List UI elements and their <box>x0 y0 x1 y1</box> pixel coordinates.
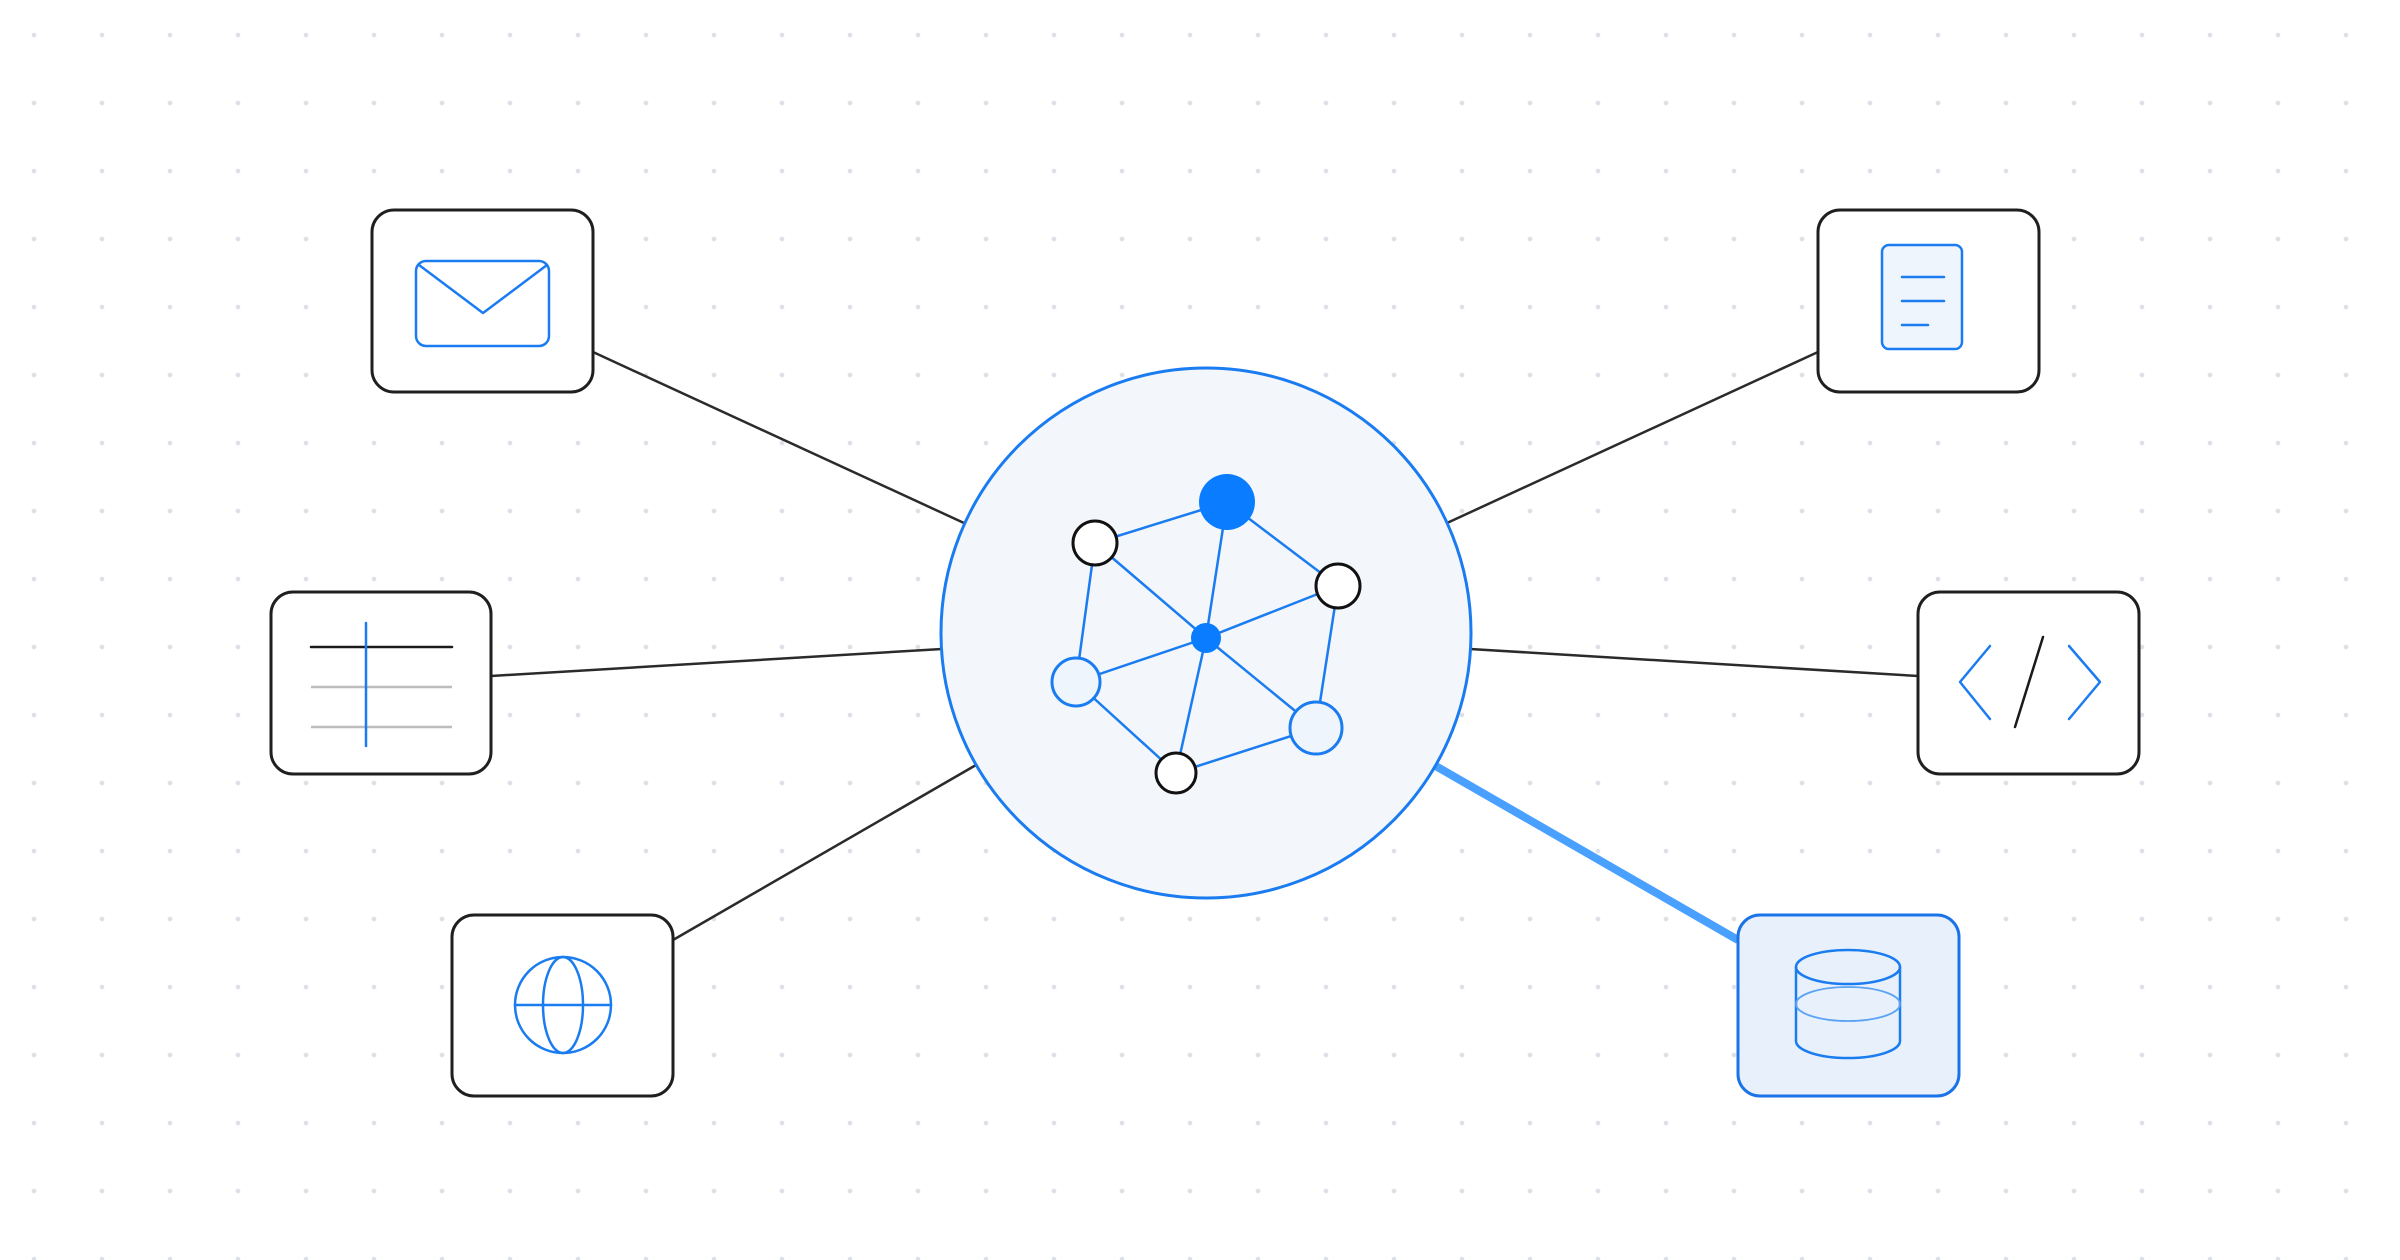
table-grid-icon <box>309 621 454 748</box>
globe-icon <box>513 955 613 1055</box>
document-icon <box>1880 243 1964 351</box>
card-mail[interactable] <box>370 208 595 394</box>
card-document[interactable] <box>1816 208 2041 394</box>
card-database[interactable] <box>1736 913 1961 1098</box>
graph-edge <box>1205 584 1339 640</box>
graph-node <box>1071 519 1119 567</box>
network-graph-icon <box>1050 474 1362 795</box>
graph-node-primary <box>1199 474 1255 530</box>
graph-edge <box>1174 637 1208 774</box>
card-frame-active <box>1736 913 1961 1098</box>
hub[interactable] <box>939 366 1473 900</box>
graph-node-center <box>1191 623 1221 653</box>
link-table <box>490 647 943 678</box>
card-web[interactable] <box>450 913 675 1098</box>
card-code[interactable] <box>1916 590 2141 776</box>
graph-edge <box>1094 542 1207 639</box>
card-frame <box>370 208 595 394</box>
link-web <box>672 763 977 942</box>
envelope-icon <box>414 259 551 348</box>
database-icon <box>1794 948 1902 1060</box>
card-frame <box>269 590 493 776</box>
link-code <box>1469 647 1919 678</box>
link-mail <box>592 350 965 525</box>
link-document <box>1446 350 1819 525</box>
code-brackets-icon <box>1958 635 2102 729</box>
graph-node <box>1288 700 1344 756</box>
graph-node <box>1154 751 1198 795</box>
graph-node <box>1314 562 1362 610</box>
card-table[interactable] <box>269 590 493 776</box>
link-database-active <box>1432 761 1740 944</box>
graph-node <box>1050 656 1102 708</box>
